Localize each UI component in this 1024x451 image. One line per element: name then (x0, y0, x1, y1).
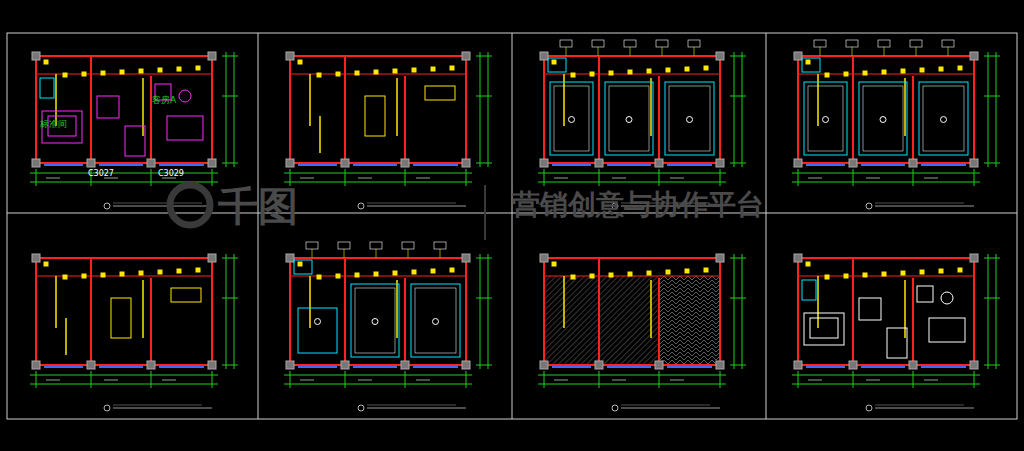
watermark: 千图 (218, 184, 298, 228)
window-code: C3029 (158, 170, 184, 179)
floor-plan-panel (30, 254, 238, 411)
floor-plan-panel (30, 52, 238, 209)
floor-plan-panel (284, 242, 492, 411)
floor-plan-panel (538, 254, 746, 411)
floor-plan-panel (792, 254, 1000, 411)
watermark: 营销创意与协作平台 (512, 190, 764, 221)
sheet-frame (7, 33, 1017, 419)
window-code: C3027 (88, 170, 114, 179)
floor-plan-panel (284, 52, 492, 209)
room-name: 客房A (152, 96, 176, 106)
watermark-logo (170, 185, 485, 240)
room-name: 标准间 (40, 120, 67, 130)
floor-plan-panel (538, 40, 746, 209)
floor-plan-panel (792, 40, 1000, 209)
